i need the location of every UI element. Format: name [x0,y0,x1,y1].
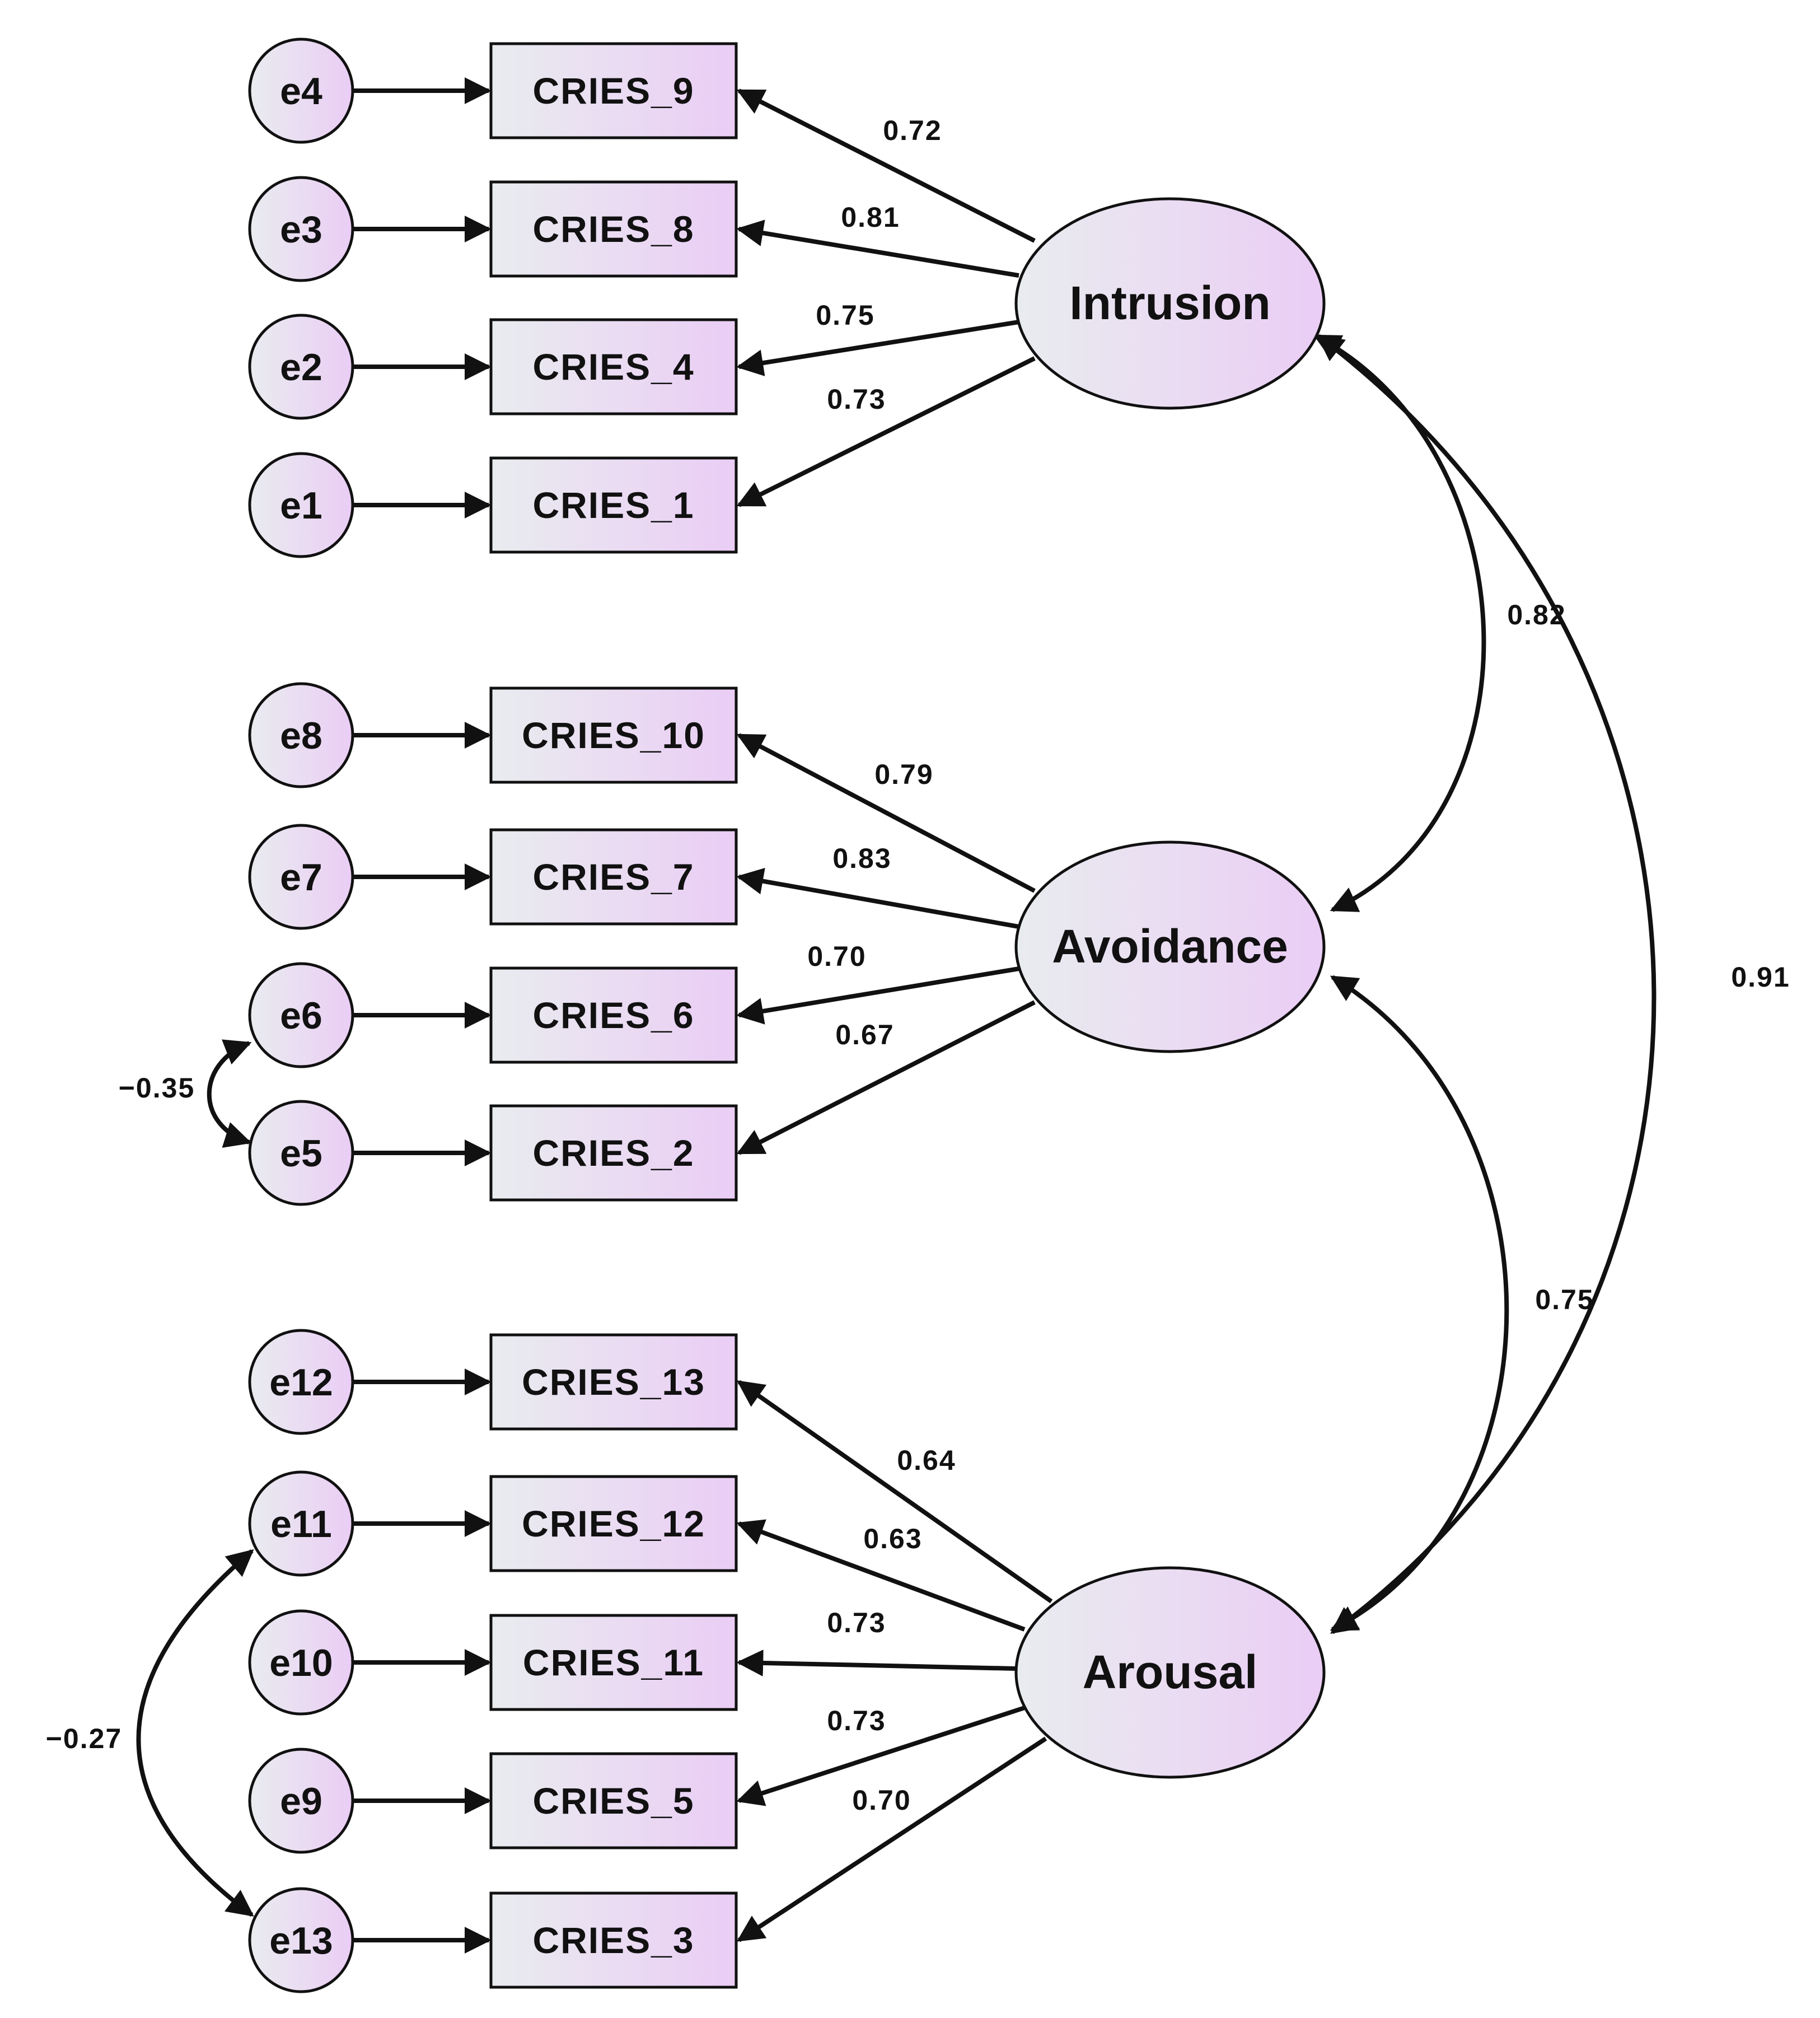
observed-item-box [489,1752,738,1849]
observed-item-box [489,966,738,1064]
error-covariance-arrow [136,1549,254,1917]
factor-loading-label: 0.67 [835,1019,894,1050]
factor-loading-label: 0.72 [883,115,942,146]
observed-item-label: CRIES_1 [532,484,694,526]
error-term-circle [248,1609,354,1716]
error-term-circle [248,1748,354,1854]
error-term-circle [248,824,354,930]
observed-item-label: CRIES_9 [532,70,694,111]
error-term-label: e4 [280,70,322,113]
error-term-label: e5 [280,1132,322,1175]
observed-item-box [489,686,738,784]
error-term-label: e8 [280,714,322,757]
factor-loading-arrow [736,1000,1036,1155]
factor-loading-arrow [736,867,1019,929]
factor-loading-label: 0.64 [897,1445,956,1476]
observed-item-label: CRIES_7 [532,856,694,898]
observed-item-label: CRIES_11 [523,1642,704,1683]
factor-correlation-arrow [1330,975,1509,1632]
factor-loading-arrow [736,320,1019,376]
observed-item-box [489,1475,738,1572]
error-term-label: e6 [280,994,322,1037]
latent-factor-label: Arousal [1083,1646,1258,1698]
observed-item-box [489,1891,738,1989]
observed-item-label: CRIES_8 [532,208,694,250]
observed-item-label: CRIES_2 [532,1132,694,1174]
factor-loading-arrow [737,1380,1053,1604]
observed-item-label: CRIES_12 [522,1503,705,1544]
error-covariance-arrow [207,1039,252,1148]
edge-layer [136,77,1657,1954]
factor-loading-arrow [736,88,1036,243]
observed-item-label: CRIES_3 [532,1919,694,1961]
factor-loading-arrow [736,966,1019,1025]
error-term-circle [248,452,354,558]
latent-factor-label: Intrusion [1069,277,1270,329]
error-covariance-label: −0.35 [119,1072,195,1104]
error-term-circle [248,38,354,144]
error-term-label: e3 [280,208,322,251]
factor-loading-arrow [736,356,1036,507]
observed-item-box [489,42,738,139]
factor-correlation-arrow [1313,334,1486,912]
factor-loading-label: 0.73 [827,384,886,415]
error-term-circle [248,314,354,420]
observed-item-box [489,456,738,554]
observed-item-label: CRIES_5 [532,1780,694,1821]
factor-correlation-arrow [1316,334,1657,1634]
error-term-circle [248,1470,354,1577]
observed-item-label: CRIES_10 [522,714,705,756]
factor-loading-arrow [736,1706,1026,1806]
latent-factor-ellipse [1014,1566,1326,1779]
factor-loading-arrow [736,1736,1047,1942]
error-term-circle [248,176,354,282]
factor-loading-label: 0.63 [863,1523,922,1554]
error-term-label: e10 [269,1642,333,1684]
factor-loading-arrow [736,733,1036,893]
observed-item-box [489,1614,738,1711]
factor-loading-label: 0.70 [807,941,866,972]
factor-loading-label: 0.79 [874,759,933,790]
observed-item-box [489,180,738,278]
factor-loading-label: 0.73 [827,1705,886,1736]
latent-factor-label: Avoidance [1052,920,1288,973]
factor-loading-label: 0.81 [841,202,900,233]
error-term-label: e9 [280,1780,322,1823]
error-term-label: e1 [280,484,322,527]
latent-factor-ellipse [1014,197,1326,410]
error-term-circle [248,962,354,1068]
error-covariance-label: −0.27 [46,1723,123,1754]
factor-loading-arrow [736,1649,1017,1676]
observed-item-label: CRIES_13 [522,1361,705,1403]
latent-factor-ellipse [1014,840,1326,1053]
error-term-label: e11 [270,1503,332,1545]
factor-loading-arrow [736,1519,1026,1632]
observed-item-box [489,1333,738,1431]
factor-correlation-label: 0.75 [1535,1284,1594,1315]
label-layer: 0.82 0.75 0.91 −0.35 −0.27 0.72 0.81 0.75 0.73 0.… [46,115,1790,1816]
factor-loading-label: 0.73 [827,1607,886,1638]
observed-item-label: CRIES_6 [532,994,694,1036]
factor-loading-label: 0.75 [816,300,874,331]
observed-item-label: CRIES_4 [532,346,694,387]
observed-item-box [489,1104,738,1202]
error-term-circle [248,1329,354,1435]
factor-correlation-label: 0.91 [1731,961,1790,993]
error-term-label: e12 [269,1361,333,1404]
error-term-circle [248,682,354,788]
error-term-label: e13 [269,1919,333,1962]
error-term-label: e2 [280,346,322,389]
factor-loading-arrow [736,219,1019,278]
observed-item-box [489,318,738,415]
factor-loading-label: 0.83 [832,843,891,874]
factor-correlation-label: 0.82 [1507,599,1566,630]
error-term-circle [248,1887,354,1993]
error-term-label: e7 [280,856,322,899]
factor-loading-label: 0.70 [852,1785,911,1816]
error-term-circle [248,1100,354,1206]
observed-item-box [489,828,738,926]
